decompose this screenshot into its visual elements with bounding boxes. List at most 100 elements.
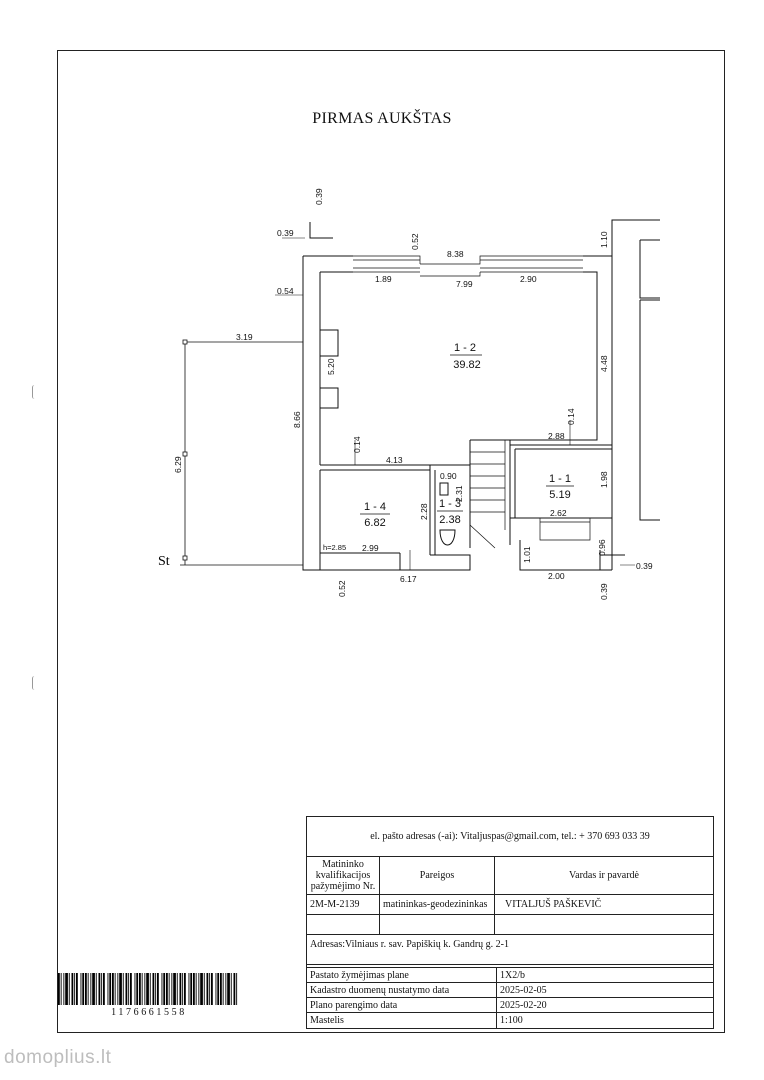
dimension-label: 0.39 xyxy=(314,188,324,205)
barcode-bar xyxy=(141,973,143,1005)
plan-title: PIRMAS AUKŠTAS xyxy=(312,110,452,127)
info-value: 2025-02-05 xyxy=(500,984,547,996)
barcode-bar xyxy=(119,973,122,1005)
barcode-bar xyxy=(60,973,62,1005)
barcode-bar xyxy=(157,973,159,1005)
barcode-bar xyxy=(109,973,112,1005)
barcode-bar xyxy=(166,973,168,1005)
title-block: el. pašto adresas (-ai): Vitaljuspas@gma… xyxy=(306,816,714,1029)
barcode-bar xyxy=(193,973,195,1005)
dimension-label: 3.19 xyxy=(236,332,253,342)
surveyor-name: VITALJUŠ PAŠKEVIČ xyxy=(505,899,602,910)
address-cell: Adresas: Vilniaus r. sav. Papiškių k. Ga… xyxy=(307,935,713,964)
watermark: domoplius.lt xyxy=(4,1047,112,1068)
barcode-bar xyxy=(215,973,217,1005)
dimension-label: 1.10 xyxy=(599,231,609,248)
info-value: 1:100 xyxy=(500,1015,523,1026)
dimension-label: 4.13 xyxy=(386,455,403,465)
barcode-bar xyxy=(74,973,76,1005)
barcode-bar xyxy=(217,973,220,1005)
barcode-bar xyxy=(90,973,92,1005)
surveyor-row: 2M-M-2139 matininkas-geodezininkas VITAL… xyxy=(307,895,713,915)
contact-text: el. pašto adresas (-ai): Vitaljuspas@gma… xyxy=(370,831,650,842)
blank-cell xyxy=(380,915,495,934)
dimension-label: 0.52 xyxy=(410,233,420,250)
barcode-bar xyxy=(114,973,116,1005)
dimension-label: 0.96 xyxy=(597,539,607,556)
barcode-bar xyxy=(171,973,173,1005)
dimension-label: 1.89 xyxy=(375,274,392,284)
dimension-label: 2.99 xyxy=(362,543,379,553)
contact-row: el. pašto adresas (-ai): Vitaljuspas@gma… xyxy=(307,817,713,857)
info-row: Pastato žymėjimas plane 1X2/b xyxy=(307,967,713,983)
barcode-bar xyxy=(82,973,85,1005)
blank-row xyxy=(307,915,713,935)
header-role: Pareigos xyxy=(380,857,495,894)
dimension-label: 0.52 xyxy=(337,580,347,597)
barcode-bar xyxy=(65,973,68,1005)
barcode-bar xyxy=(130,973,132,1005)
room-id: 1 - 1 xyxy=(549,473,571,485)
dimension-label: 2.88 xyxy=(548,431,565,441)
info-label: Kadastro duomenų nustatymo data xyxy=(307,983,497,997)
barcode-bar xyxy=(168,973,170,1005)
scan-mark xyxy=(32,676,37,690)
barcode-bar xyxy=(128,973,130,1005)
barcode-bar xyxy=(117,973,119,1005)
barcode-bar xyxy=(236,973,238,1005)
dimension-label: 0.39 xyxy=(599,583,609,600)
barcode-bar xyxy=(182,973,184,1005)
barcode-bar xyxy=(68,973,70,1005)
barcode-bar xyxy=(107,973,109,1005)
barcode-bar xyxy=(176,973,178,1005)
barcode-bar xyxy=(161,973,163,1005)
dimension-label: 2.00 xyxy=(548,571,565,581)
barcode-bar xyxy=(230,973,232,1005)
dimension-label: 2.28 xyxy=(419,503,429,520)
barcode-bar xyxy=(233,973,236,1005)
dimension-label: 2.31 xyxy=(454,485,464,502)
barcode-bar xyxy=(206,973,209,1005)
barcode-bar xyxy=(125,973,128,1005)
st-label: St xyxy=(158,554,170,569)
header-name: Vardas ir pavardė xyxy=(569,870,639,881)
barcode-bar xyxy=(103,973,105,1005)
blank-cell xyxy=(307,915,380,934)
room-id: 1 - 3 xyxy=(439,498,461,510)
barcode-bar xyxy=(85,973,87,1005)
info-value: 1X2/b xyxy=(500,969,525,981)
barcode-bar xyxy=(222,973,224,1005)
dimension-label: 2.62 xyxy=(550,508,567,518)
barcode-bar xyxy=(146,973,149,1005)
dimension-label: 2.90 xyxy=(520,274,537,284)
dimension-label: 8.66 xyxy=(292,411,302,428)
dimension-label: 0.14 xyxy=(352,436,362,453)
barcode-bar xyxy=(95,973,97,1005)
address-label: Adresas: xyxy=(310,939,345,950)
barcode-bar xyxy=(155,973,157,1005)
barcode-bar xyxy=(134,973,136,1005)
barcode-bar xyxy=(71,973,74,1005)
barcode-bar xyxy=(209,973,211,1005)
barcode-bar xyxy=(76,973,78,1005)
barcode-bar xyxy=(190,973,193,1005)
barcode-bar xyxy=(112,973,114,1005)
barcode-bar xyxy=(63,973,65,1005)
dimension-label: 0.90 xyxy=(440,471,457,481)
room-area: 5.19 xyxy=(549,489,570,501)
cert-number: 2M-M-2139 xyxy=(307,895,380,914)
barcode-bar xyxy=(80,973,82,1005)
room-area: 39.82 xyxy=(453,359,481,371)
dimension-label: 5.20 xyxy=(326,358,336,375)
info-label: Plano parengimo data xyxy=(307,998,497,1012)
barcode-bar xyxy=(149,973,151,1005)
dimension-label: 7.99 xyxy=(456,279,473,289)
room-id: 1 - 4 xyxy=(364,501,386,513)
barcode-bar xyxy=(227,973,230,1005)
barcode-bar xyxy=(173,973,176,1005)
info-row: Plano parengimo data 2025-02-20 xyxy=(307,998,713,1013)
barcode-bar xyxy=(203,973,205,1005)
barcode-bar xyxy=(58,973,60,1005)
surveyor-role: matininkas-geodezininkas xyxy=(380,895,495,914)
